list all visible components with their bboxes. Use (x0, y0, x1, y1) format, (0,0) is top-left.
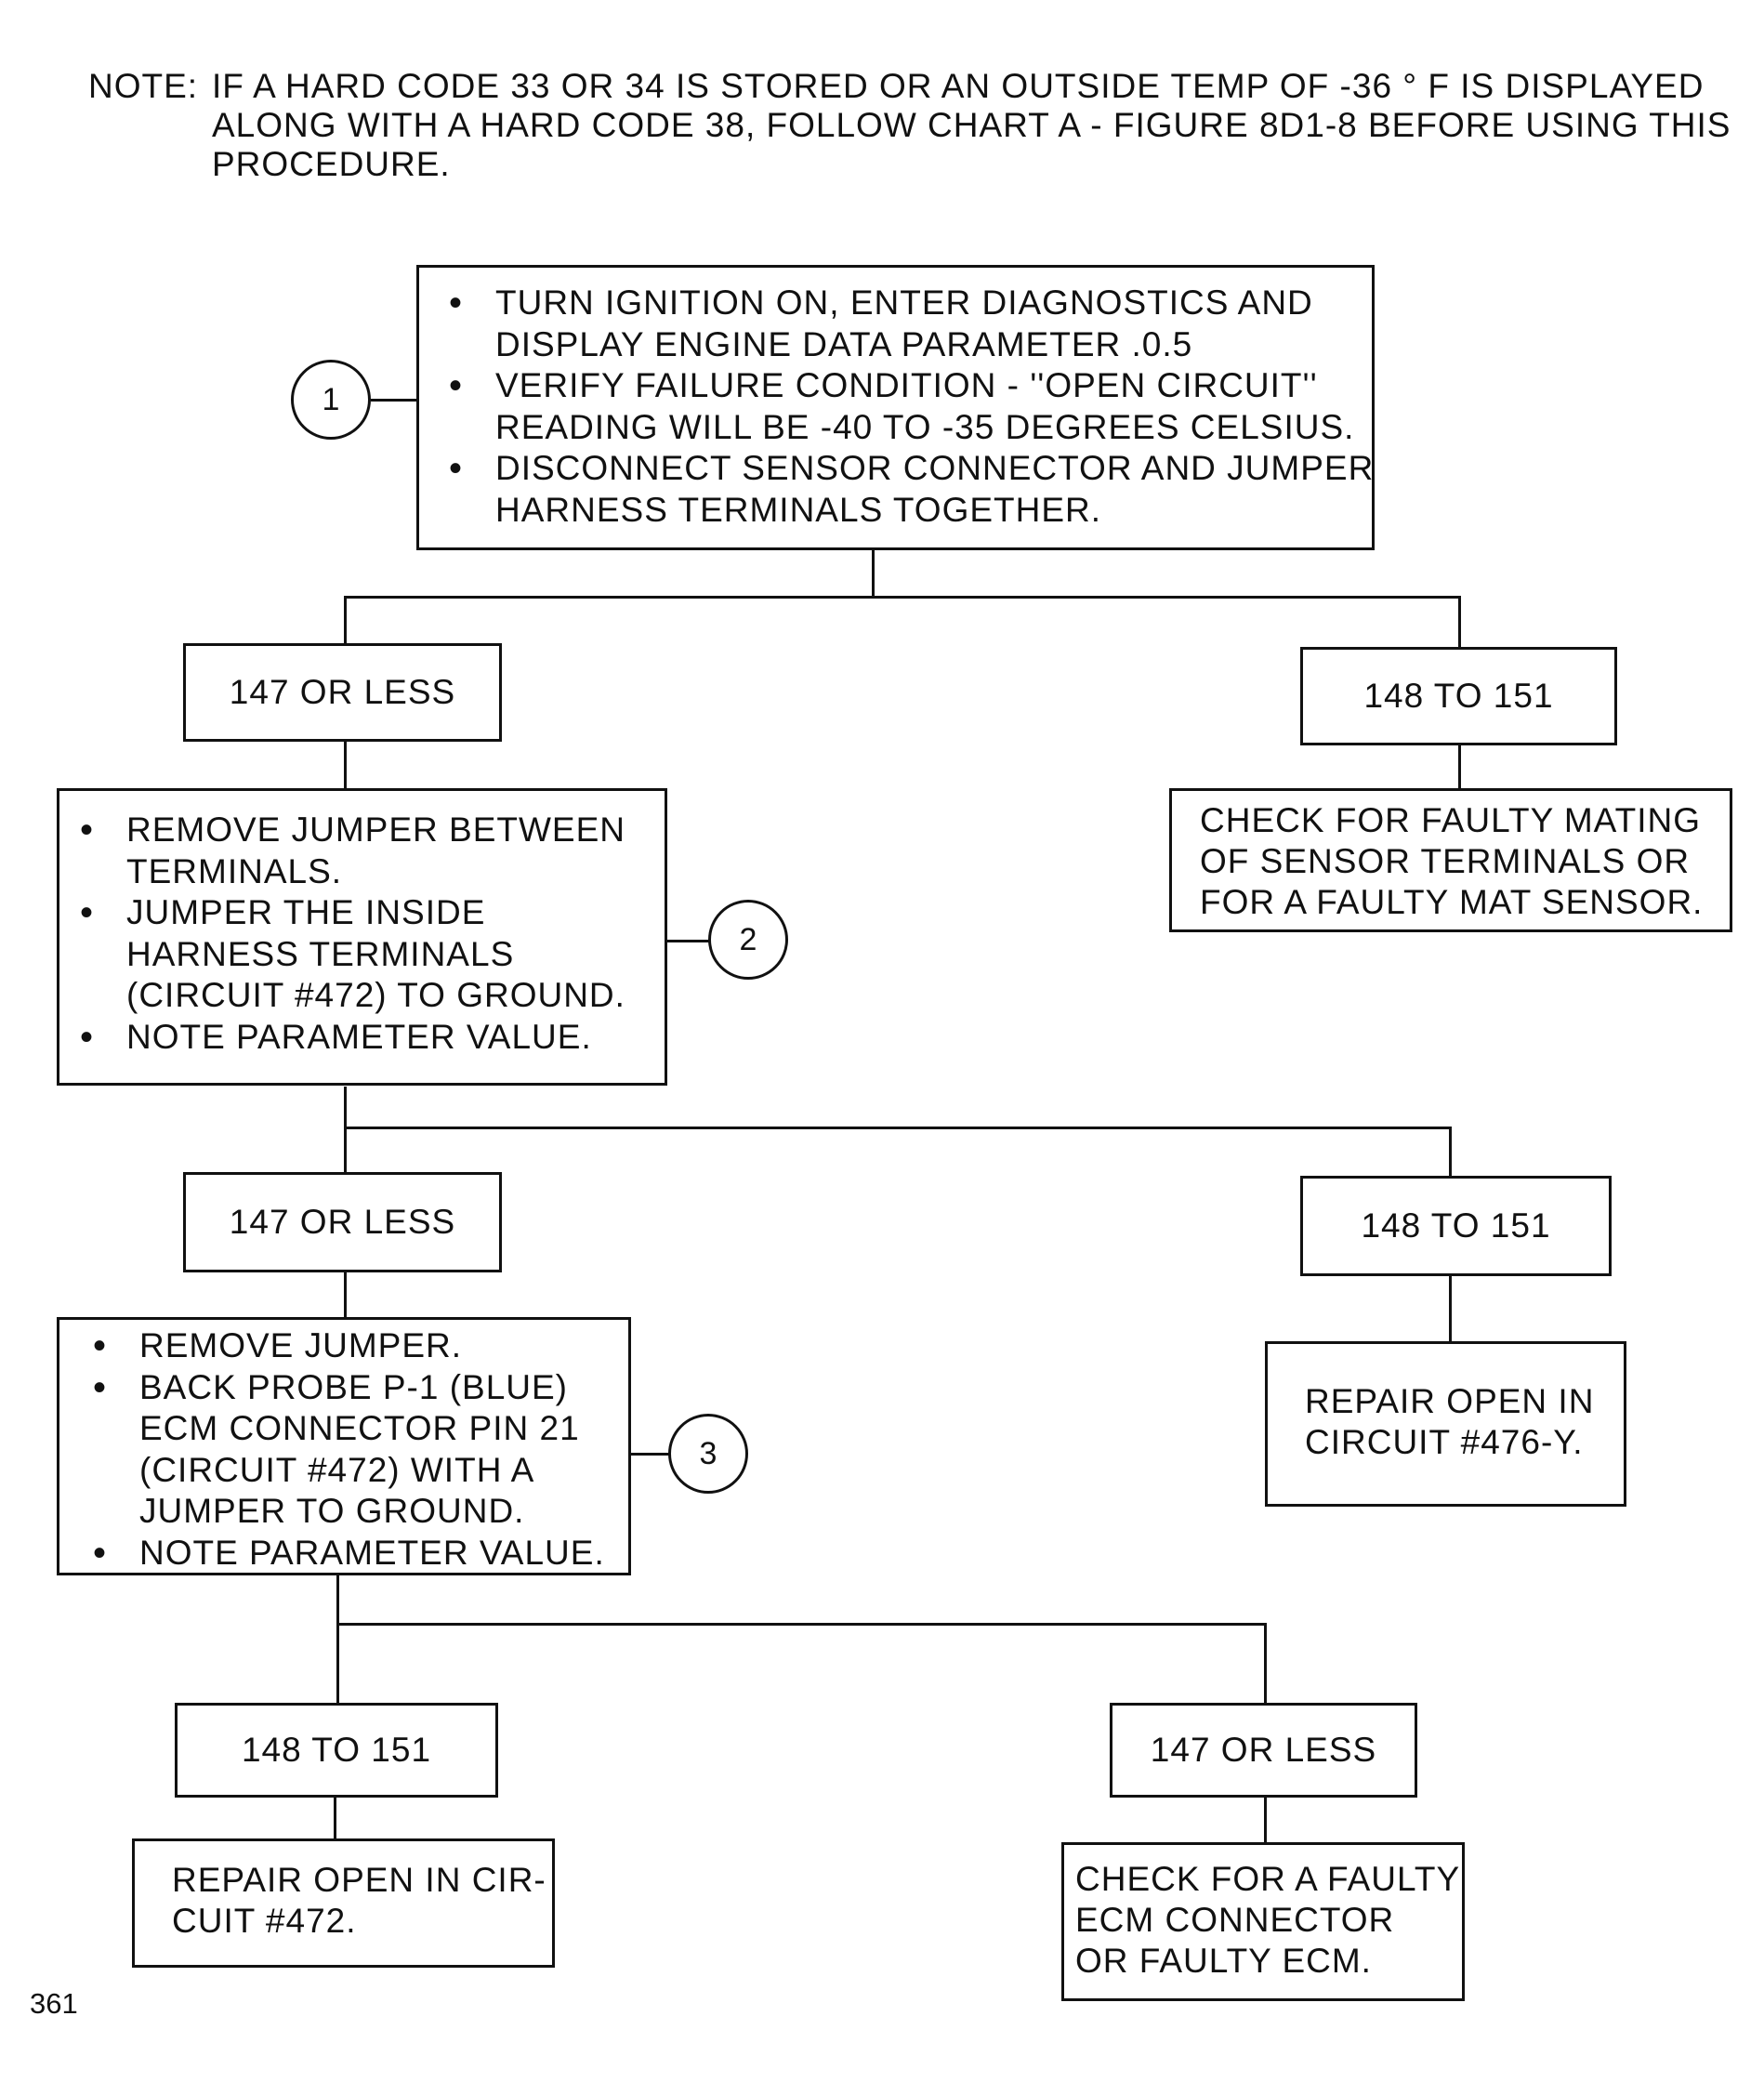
note-line: IF A HARD CODE 33 OR 34 IS STORED OR AN … (212, 67, 1705, 105)
step-2-bullet: NOTE PARAMETER VALUE. (80, 1017, 655, 1059)
connector-line (1458, 745, 1461, 789)
connector-line (336, 1571, 339, 1624)
step-number-1: 1 (291, 360, 371, 440)
connector-line (344, 1127, 347, 1173)
connector-line (1449, 1127, 1452, 1179)
step-1-bullet: VERIFY FAILURE CONDITION - ''OPEN CIRCUI… (449, 365, 1369, 448)
connector-line (344, 596, 347, 644)
step-2-bullet: REMOVE JUMPER BETWEEN TERMINALS. (80, 810, 628, 892)
result-148-to-151: 148 TO 151 (1300, 1176, 1612, 1276)
connector-line (344, 1127, 1452, 1129)
result-147-or-less: 147 OR LESS (183, 643, 502, 742)
connector-line (371, 399, 417, 402)
note-line: ALONG WITH A HARD CODE 38, FOLLOW CHART … (212, 106, 1731, 144)
step-3-box: REMOVE JUMPER. BACK PROBE P-1 (BLUE) ECM… (57, 1317, 631, 1575)
connector-line (1449, 1275, 1452, 1342)
step-3-bullet: BACK PROBE P-1 (BLUE) ECM CONNECTOR PIN … (93, 1367, 586, 1533)
connector-line (344, 596, 1461, 599)
step-3-bullet: REMOVE JUMPER. (93, 1325, 619, 1367)
connector-line (1264, 1623, 1267, 1703)
action-line: REPAIR OPEN IN (1305, 1382, 1595, 1420)
page-number: 361 (30, 1987, 78, 2020)
connector-line (1264, 1798, 1267, 1876)
step-number-3: 3 (668, 1414, 748, 1494)
action-line: CHECK FOR A FAULTY (1075, 1860, 1461, 1898)
action-check-mat-sensor: CHECK FOR FAULTY MATING OF SENSOR TERMIN… (1169, 788, 1732, 932)
action-line: OF SENSOR TERMINALS OR (1200, 842, 1691, 880)
connector-line (336, 1623, 1267, 1626)
result-147-or-less: 147 OR LESS (1110, 1703, 1417, 1798)
connector-line (336, 1623, 339, 1703)
step-2-instructions: REMOVE JUMPER BETWEEN TERMINALS. JUMPER … (80, 810, 655, 1058)
step-1-instructions: TURN IGNITION ON, ENTER DIAGNOSTICS AND … (449, 283, 1373, 531)
result-148-to-151: 148 TO 151 (175, 1703, 498, 1798)
step-1-bullet: DISCONNECT SENSOR CONNECTOR AND JUMPER H… (449, 448, 1388, 531)
connector-line (344, 1087, 347, 1135)
note-text: IF A HARD CODE 33 OR 34 IS STORED OR AN … (212, 67, 1736, 184)
result-148-to-151: 148 TO 151 (1300, 647, 1617, 745)
action-line: ECM CONNECTOR (1075, 1901, 1395, 1939)
note-label: NOTE: (88, 67, 199, 105)
connector-line (334, 1796, 336, 1878)
action-line: CHECK FOR FAULTY MATING (1200, 801, 1701, 839)
action-line: OR FAULTY ECM. (1075, 1942, 1372, 1980)
step-2-box: REMOVE JUMPER BETWEEN TERMINALS. JUMPER … (57, 788, 667, 1086)
connector-line (665, 940, 712, 942)
action-line: FOR A FAULTY MAT SENSOR. (1200, 883, 1704, 921)
step-number-2: 2 (708, 900, 788, 980)
action-repair-open-476: REPAIR OPEN IN CIRCUIT #476-Y. (1265, 1341, 1626, 1507)
action-line: CUIT #472. (172, 1902, 357, 1940)
step-3-instructions: REMOVE JUMPER. BACK PROBE P-1 (BLUE) ECM… (93, 1325, 619, 1574)
connector-line (625, 1453, 672, 1456)
action-check-faulty-ecm: CHECK FOR A FAULTY ECM CONNECTOR OR FAUL… (1061, 1842, 1465, 2001)
action-line: CIRCUIT #476-Y. (1305, 1423, 1584, 1461)
step-1-bullet: TURN IGNITION ON, ENTER DIAGNOSTICS AND … (449, 283, 1369, 365)
connector-line (344, 1272, 347, 1320)
connector-line (1458, 596, 1461, 648)
step-1-box: TURN IGNITION ON, ENTER DIAGNOSTICS AND … (416, 265, 1375, 550)
connector-line (344, 741, 347, 789)
step-2-bullet: JUMPER THE INSIDE HARNESS TERMINALS (CIR… (80, 892, 665, 1017)
action-repair-open-472: REPAIR OPEN IN CIR- CUIT #472. (132, 1838, 555, 1968)
connector-line (872, 550, 875, 597)
action-line: REPAIR OPEN IN CIR- (172, 1861, 546, 1899)
note-line: PROCEDURE. (212, 145, 451, 183)
step-3-bullet: NOTE PARAMETER VALUE. (93, 1533, 619, 1575)
result-147-or-less: 147 OR LESS (183, 1172, 502, 1272)
